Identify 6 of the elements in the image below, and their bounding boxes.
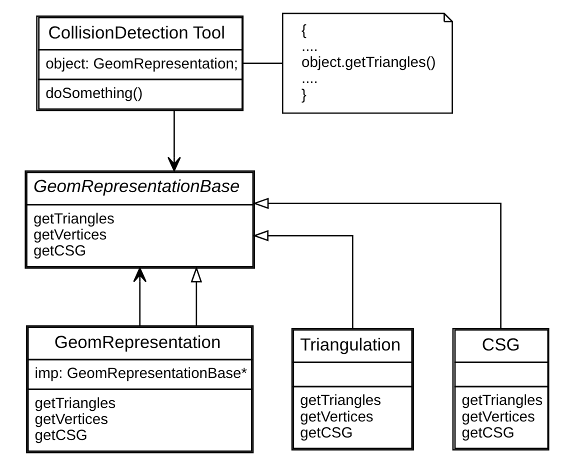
arrow xyxy=(167,110,181,172)
arrow xyxy=(252,198,502,328)
arrow xyxy=(252,230,354,329)
arrow xyxy=(190,266,202,326)
connector xyxy=(243,62,282,64)
arrow xyxy=(133,268,147,326)
